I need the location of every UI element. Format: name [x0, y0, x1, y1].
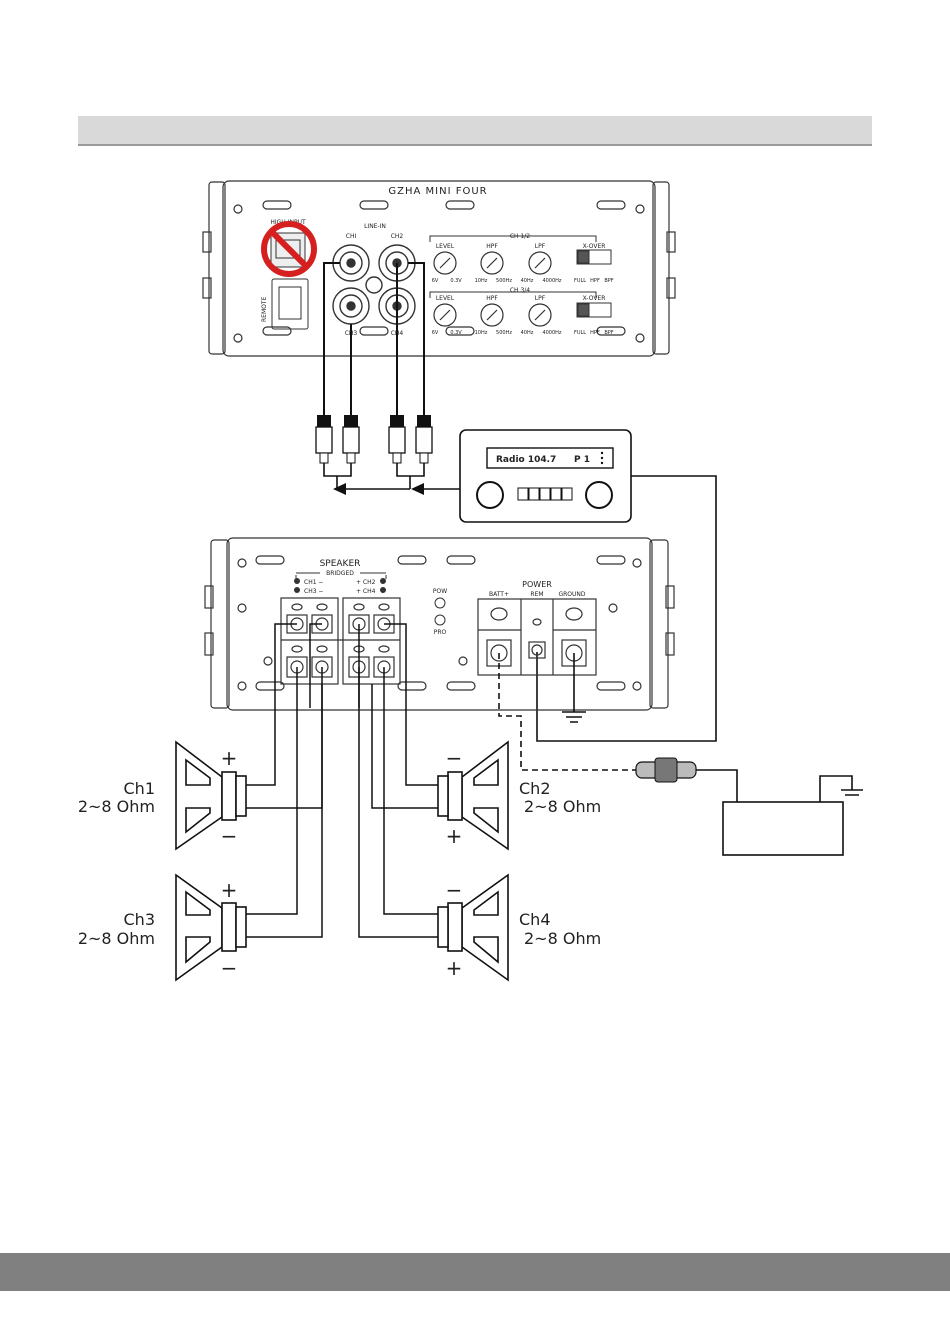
level-label: LEVEL: [436, 243, 455, 250]
lpf-label-2: LPF: [535, 295, 546, 302]
remote-wire: [536, 475, 717, 742]
battery-positive-wire: [498, 653, 640, 771]
rca-cables: [323, 262, 425, 415]
rca-to-radio-wires: [323, 463, 460, 490]
power-terminal-block: [477, 598, 597, 676]
footer-bar: [0, 1253, 950, 1291]
speaker-ch3: [175, 873, 247, 982]
ch3-name: Ch3: [124, 910, 156, 929]
batt-label: BATT+: [489, 591, 509, 598]
ch1-ohm: 2~8 Ohm: [78, 797, 155, 816]
arrow-left-1: [333, 483, 346, 495]
ch1-name: Ch1: [124, 779, 156, 798]
ch3-top-sign: +: [221, 878, 238, 902]
hpf-min-2: 10Hz: [475, 330, 488, 336]
fuse-to-battery-wire: [696, 769, 738, 802]
hpf-label: HPF: [486, 243, 498, 250]
speaker-label: SPEAKER: [320, 559, 361, 569]
ch4-name: Ch4: [519, 910, 551, 929]
level-min-2: 6V: [432, 330, 439, 336]
ch4-bottom-sign: +: [446, 956, 463, 980]
line-in-label: LINE-IN: [364, 223, 386, 230]
ch1-top-sign: +: [221, 746, 238, 770]
ch2-name: Ch2: [519, 779, 551, 798]
remote-port: [271, 278, 309, 330]
ch2-top-sign: −: [446, 746, 463, 770]
ch4-ohm: 2~8 Ohm: [524, 929, 601, 948]
ch4-plus-label: + CH4: [356, 588, 376, 595]
hpf-min: 10Hz: [475, 278, 488, 284]
lpf-max: 4000Hz: [542, 278, 561, 284]
xover-full-2: FULL: [574, 330, 586, 336]
level-label-2: LEVEL: [436, 295, 455, 302]
ch3-ohm: 2~8 Ohm: [78, 929, 155, 948]
ch2-plus-label: + CH2: [356, 579, 376, 586]
pro-led-label: PRO: [434, 629, 447, 636]
ch12-label: CH 1/2: [510, 233, 530, 240]
head-unit-radio: [459, 429, 632, 523]
amplifier-top-panel: [202, 180, 676, 357]
xover-hpf-2: HPF: [590, 330, 600, 336]
xover-bpf-2: BPF: [604, 330, 613, 336]
hpf-max: 500Hz: [496, 278, 512, 284]
header-bar: [78, 116, 872, 146]
control-knobs: [433, 251, 552, 327]
amplifier-bottom-panel: [204, 537, 675, 711]
ch1-minus-label: CH1 −: [304, 579, 323, 586]
hpf-max-2: 500Hz: [496, 330, 512, 336]
lpf-max-2: 4000Hz: [542, 330, 561, 336]
battery: [722, 775, 863, 856]
rca-jacks: [332, 244, 416, 325]
ch3-bottom-sign: −: [221, 956, 238, 980]
remote-label: REMOTE: [261, 296, 268, 322]
radio-display-text: Radio 104.7: [496, 455, 556, 465]
lpf-min-2: 40Hz: [521, 330, 534, 336]
lpf-label: LPF: [535, 243, 546, 250]
amp-model-label: GZHA MINI FOUR: [388, 186, 487, 197]
bridged-label: BRIDGED: [326, 570, 354, 577]
power-label: POWER: [522, 580, 552, 589]
arrow-left-2: [411, 483, 424, 495]
ch2-bottom-sign: +: [446, 824, 463, 848]
level-max: 0.3V: [450, 278, 462, 284]
prohibited-icon: [261, 221, 317, 277]
speaker-wires: [246, 623, 438, 938]
xover-hpf: HPF: [590, 278, 600, 284]
speaker-ch1: [175, 740, 247, 851]
ch34-label: CH 3/4: [510, 287, 530, 294]
speaker-terminal-block: [280, 597, 401, 685]
ground-wire: [562, 653, 586, 723]
ground-label: GROUND: [558, 591, 585, 598]
ch1-bottom-sign: −: [221, 824, 238, 848]
lpf-min: 40Hz: [521, 278, 534, 284]
ch2-ohm: 2~8 Ohm: [524, 797, 601, 816]
ch4-top-sign: −: [446, 878, 463, 902]
speaker-ch4: [437, 873, 509, 982]
pow-led-label: POW: [433, 588, 447, 595]
ch1-input-label: CHI: [346, 233, 357, 240]
inline-fuse: [635, 757, 697, 783]
xover-label: X-OVER: [583, 243, 606, 250]
xover-full: FULL: [574, 278, 586, 284]
hpf-label-2: HPF: [486, 295, 498, 302]
pow-led: [434, 597, 446, 609]
speaker-ch2: [437, 740, 509, 851]
pro-led: [434, 614, 446, 626]
xover-bpf: BPF: [604, 278, 613, 284]
rem-label: REM: [530, 591, 543, 598]
radio-preset-text: P 1: [574, 455, 590, 465]
ch2-input-label: CH2: [391, 233, 404, 240]
xover-switches: [576, 249, 612, 318]
rca-plugs: [315, 415, 433, 464]
level-max-2: 0.3V: [450, 330, 462, 336]
xover-label-2: X-OVER: [583, 295, 606, 302]
ch3-minus-label: CH3 −: [304, 588, 323, 595]
level-min: 6V: [432, 278, 439, 284]
